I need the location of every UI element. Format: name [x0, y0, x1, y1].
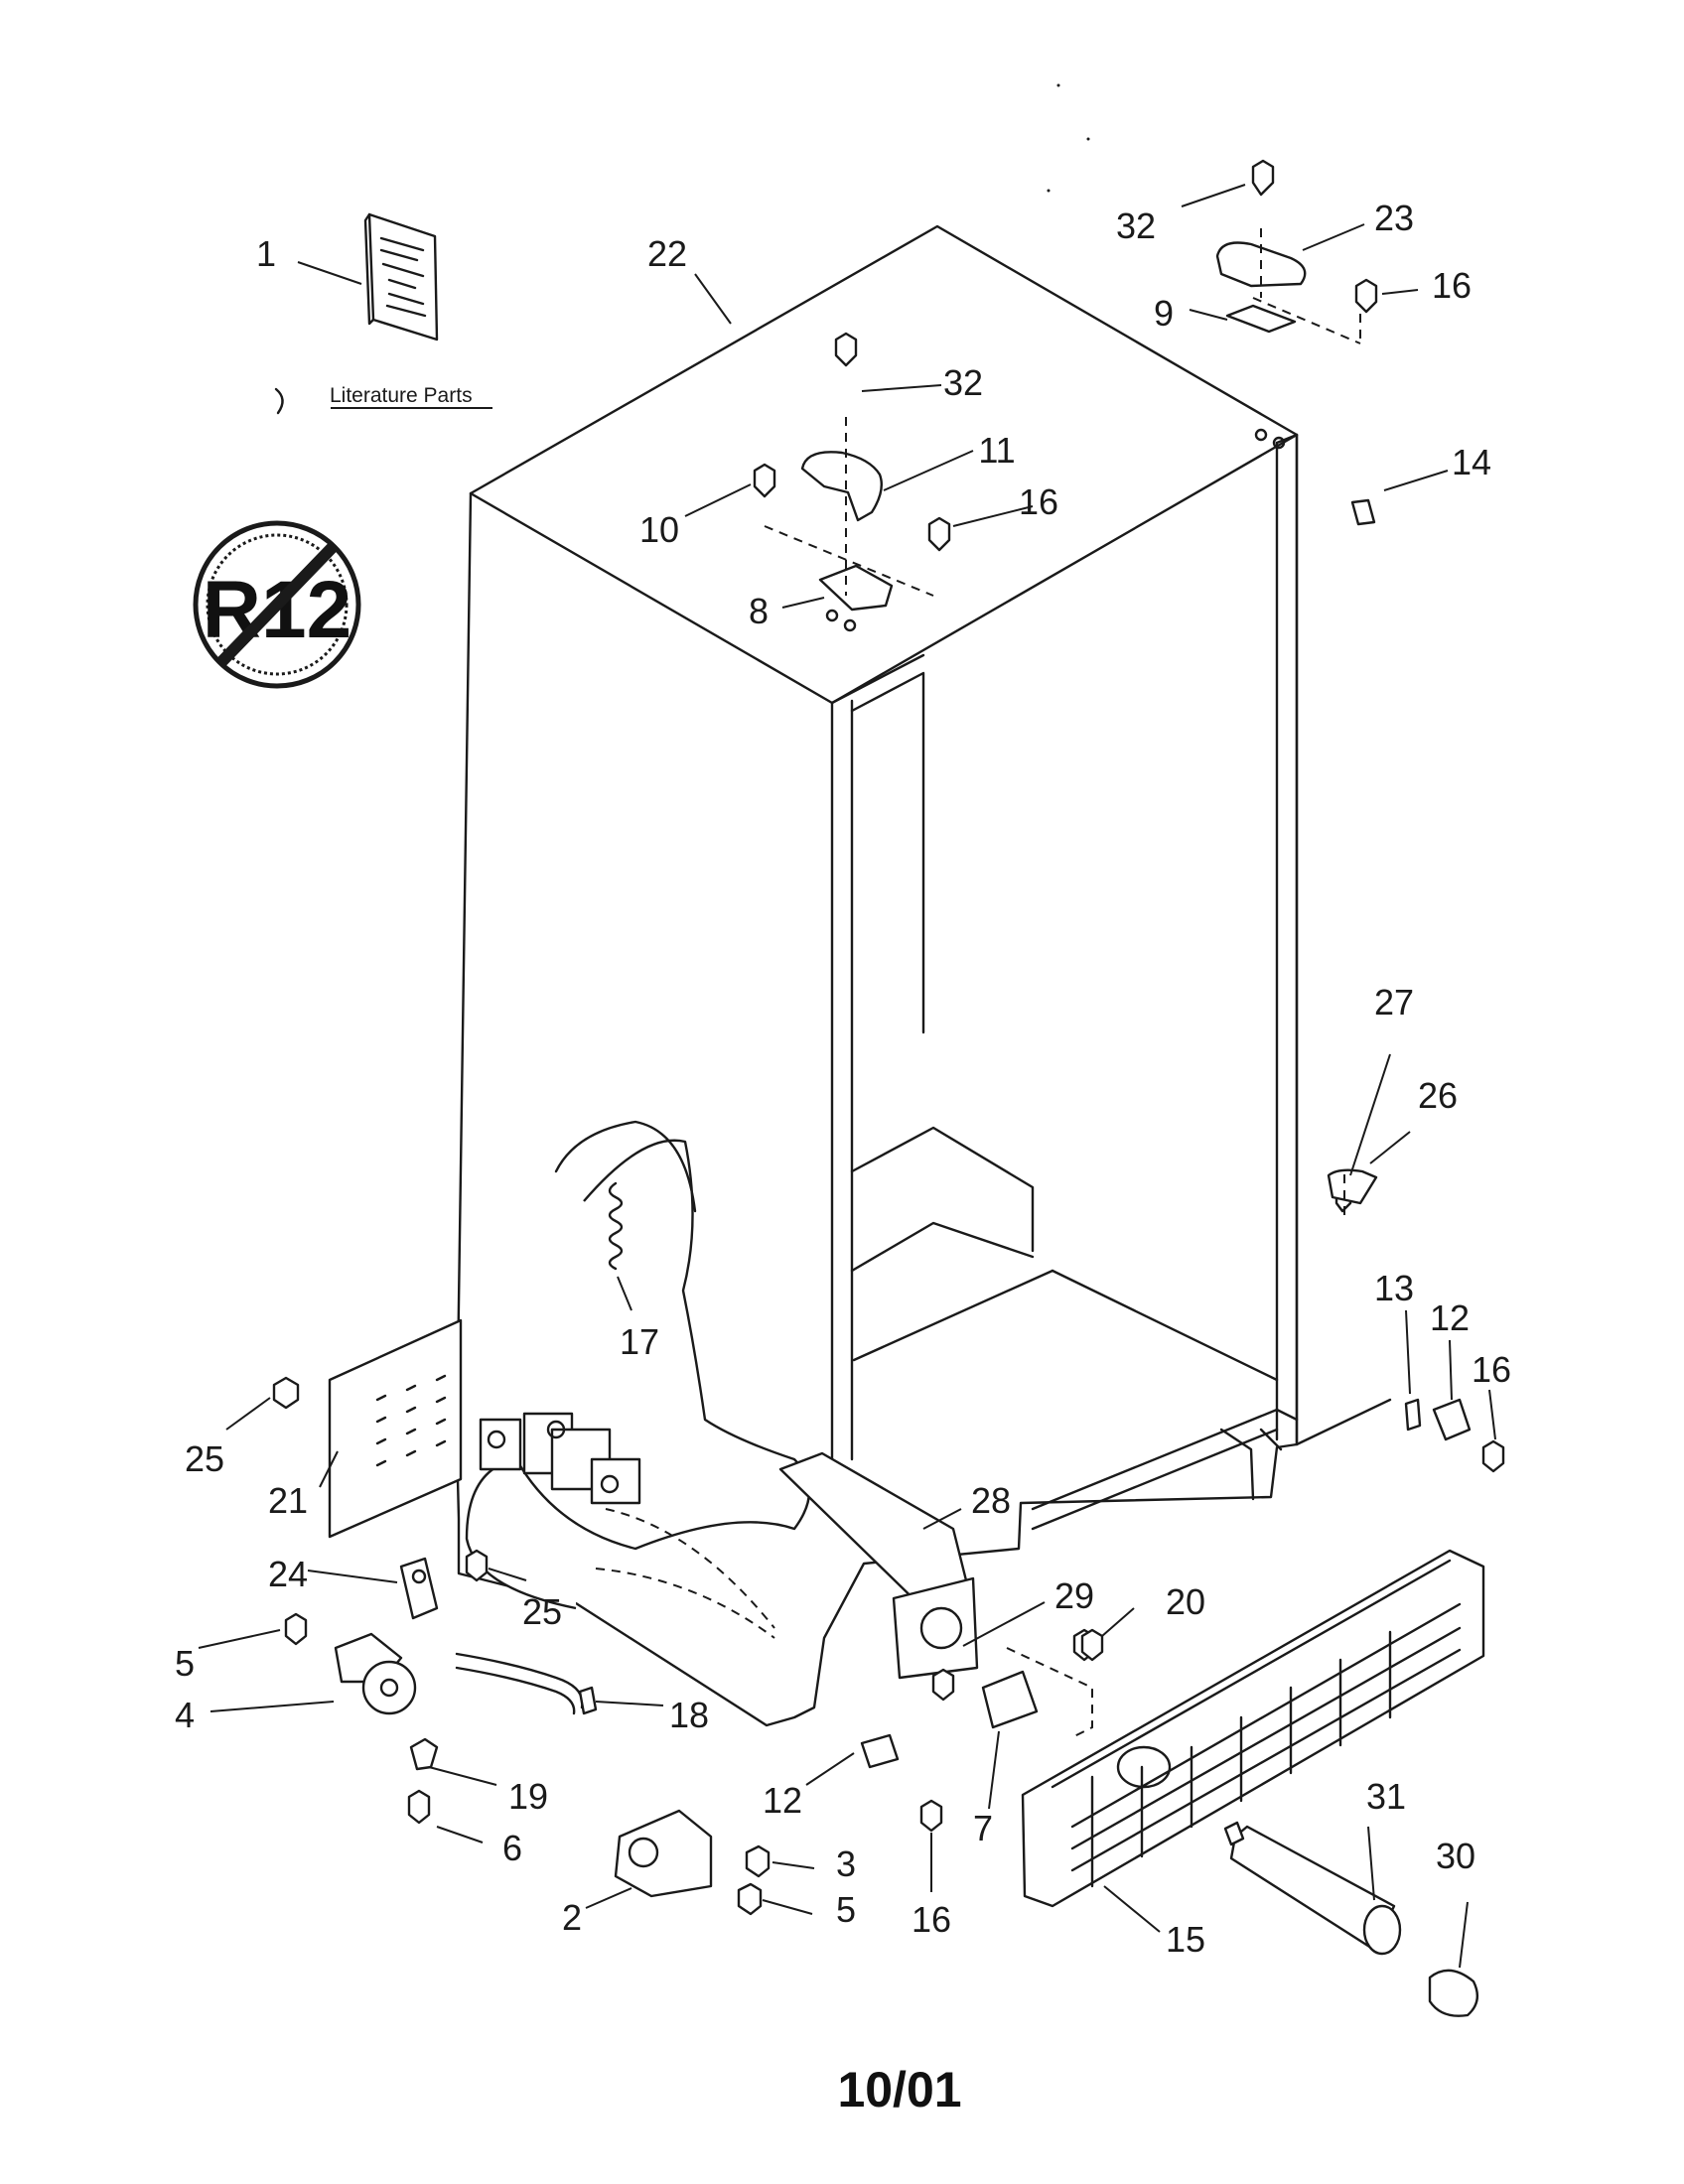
top-hinge-left: [753, 332, 951, 632]
bracket-7: [981, 1670, 1039, 1729]
caster-assembly: [284, 1612, 439, 1825]
callout-26: 26: [1418, 1075, 1458, 1116]
front-caster: [614, 1809, 771, 1916]
speck: [1047, 189, 1051, 193]
callout-16-top: 16: [1432, 265, 1472, 306]
bracket-mark: [274, 387, 284, 415]
callout-15: 15: [1166, 1919, 1205, 1960]
drain-fitting: [578, 1686, 598, 1715]
callout-13: 13: [1374, 1268, 1414, 1308]
callout-4: 4: [175, 1695, 195, 1735]
top-hinge-right: [1215, 159, 1378, 450]
cutaway-top: [554, 1120, 697, 1213]
callout-16-right: 16: [1472, 1349, 1511, 1390]
callout-17: 17: [620, 1321, 659, 1362]
callout-29: 29: [1054, 1575, 1094, 1616]
speck: [1056, 83, 1060, 87]
callout-10: 10: [639, 509, 679, 550]
base-grille: [1021, 1549, 1485, 1908]
callout-labels: 1 22 32 23 16 9 32 11 14 10 16 8 27 26 1…: [175, 198, 1511, 1960]
callout-9: 9: [1154, 293, 1174, 334]
callout-23: 23: [1374, 198, 1414, 238]
speck: [1086, 137, 1090, 141]
callout-11: 11: [978, 430, 1015, 471]
callout-1: 1: [256, 233, 276, 274]
back-panel: [328, 1318, 463, 1539]
defrost-spring: [608, 1181, 624, 1271]
lower-hinge-26: [1327, 1168, 1378, 1215]
callout-2: 2: [562, 1897, 582, 1938]
screw-25a: [272, 1376, 300, 1410]
callout-5-left: 5: [175, 1643, 195, 1684]
callout-6: 6: [502, 1828, 522, 1868]
dash-7: [1006, 1647, 1093, 1738]
filter-housing: [778, 1451, 1096, 1702]
callout-12-right: 12: [1430, 1297, 1470, 1338]
callout-20: 20: [1166, 1581, 1205, 1622]
no-r12-badge: R12: [193, 520, 361, 689]
water-filter: [1223, 1821, 1402, 1956]
callout-27: 27: [1374, 982, 1414, 1023]
callout-21: 21: [268, 1480, 308, 1521]
bracket-12-center: [860, 1733, 943, 1833]
callout-16-bottom: 16: [912, 1899, 951, 1940]
callout-25-mid: 25: [522, 1591, 562, 1632]
literature-parts-label: Literature Parts: [330, 384, 473, 407]
callout-5-center: 5: [836, 1889, 856, 1930]
literature-booklet: [363, 212, 439, 341]
callout-25-left: 25: [185, 1438, 224, 1479]
callout-16-mid: 16: [1019, 481, 1058, 522]
callout-8: 8: [749, 591, 769, 631]
callout-31: 31: [1366, 1776, 1406, 1817]
callout-3: 3: [836, 1843, 856, 1884]
screw-20: [1080, 1628, 1104, 1662]
callout-24: 24: [268, 1554, 308, 1594]
clip-14: [1350, 498, 1376, 526]
callout-18: 18: [669, 1695, 709, 1735]
callout-12-center: 12: [763, 1780, 802, 1821]
callout-7: 7: [973, 1808, 993, 1848]
leader-lines: [198, 184, 1496, 1969]
callout-14: 14: [1452, 442, 1491, 482]
footer-date: 10/01: [837, 2062, 961, 2117]
callout-32-mid: 32: [943, 362, 983, 403]
callout-32-top: 32: [1116, 205, 1156, 246]
drain-tube-2: [455, 1666, 576, 1715]
callout-22: 22: [647, 233, 687, 274]
callout-30: 30: [1436, 1836, 1475, 1876]
filter-cap: [1428, 1969, 1479, 2017]
bracket-13-12: [1404, 1398, 1505, 1473]
callout-28: 28: [971, 1480, 1011, 1521]
valve-assembly: [479, 1412, 775, 1639]
callout-19: 19: [508, 1776, 548, 1817]
cutaway-outline: [465, 1139, 811, 1610]
bracket-24: [399, 1549, 489, 1620]
